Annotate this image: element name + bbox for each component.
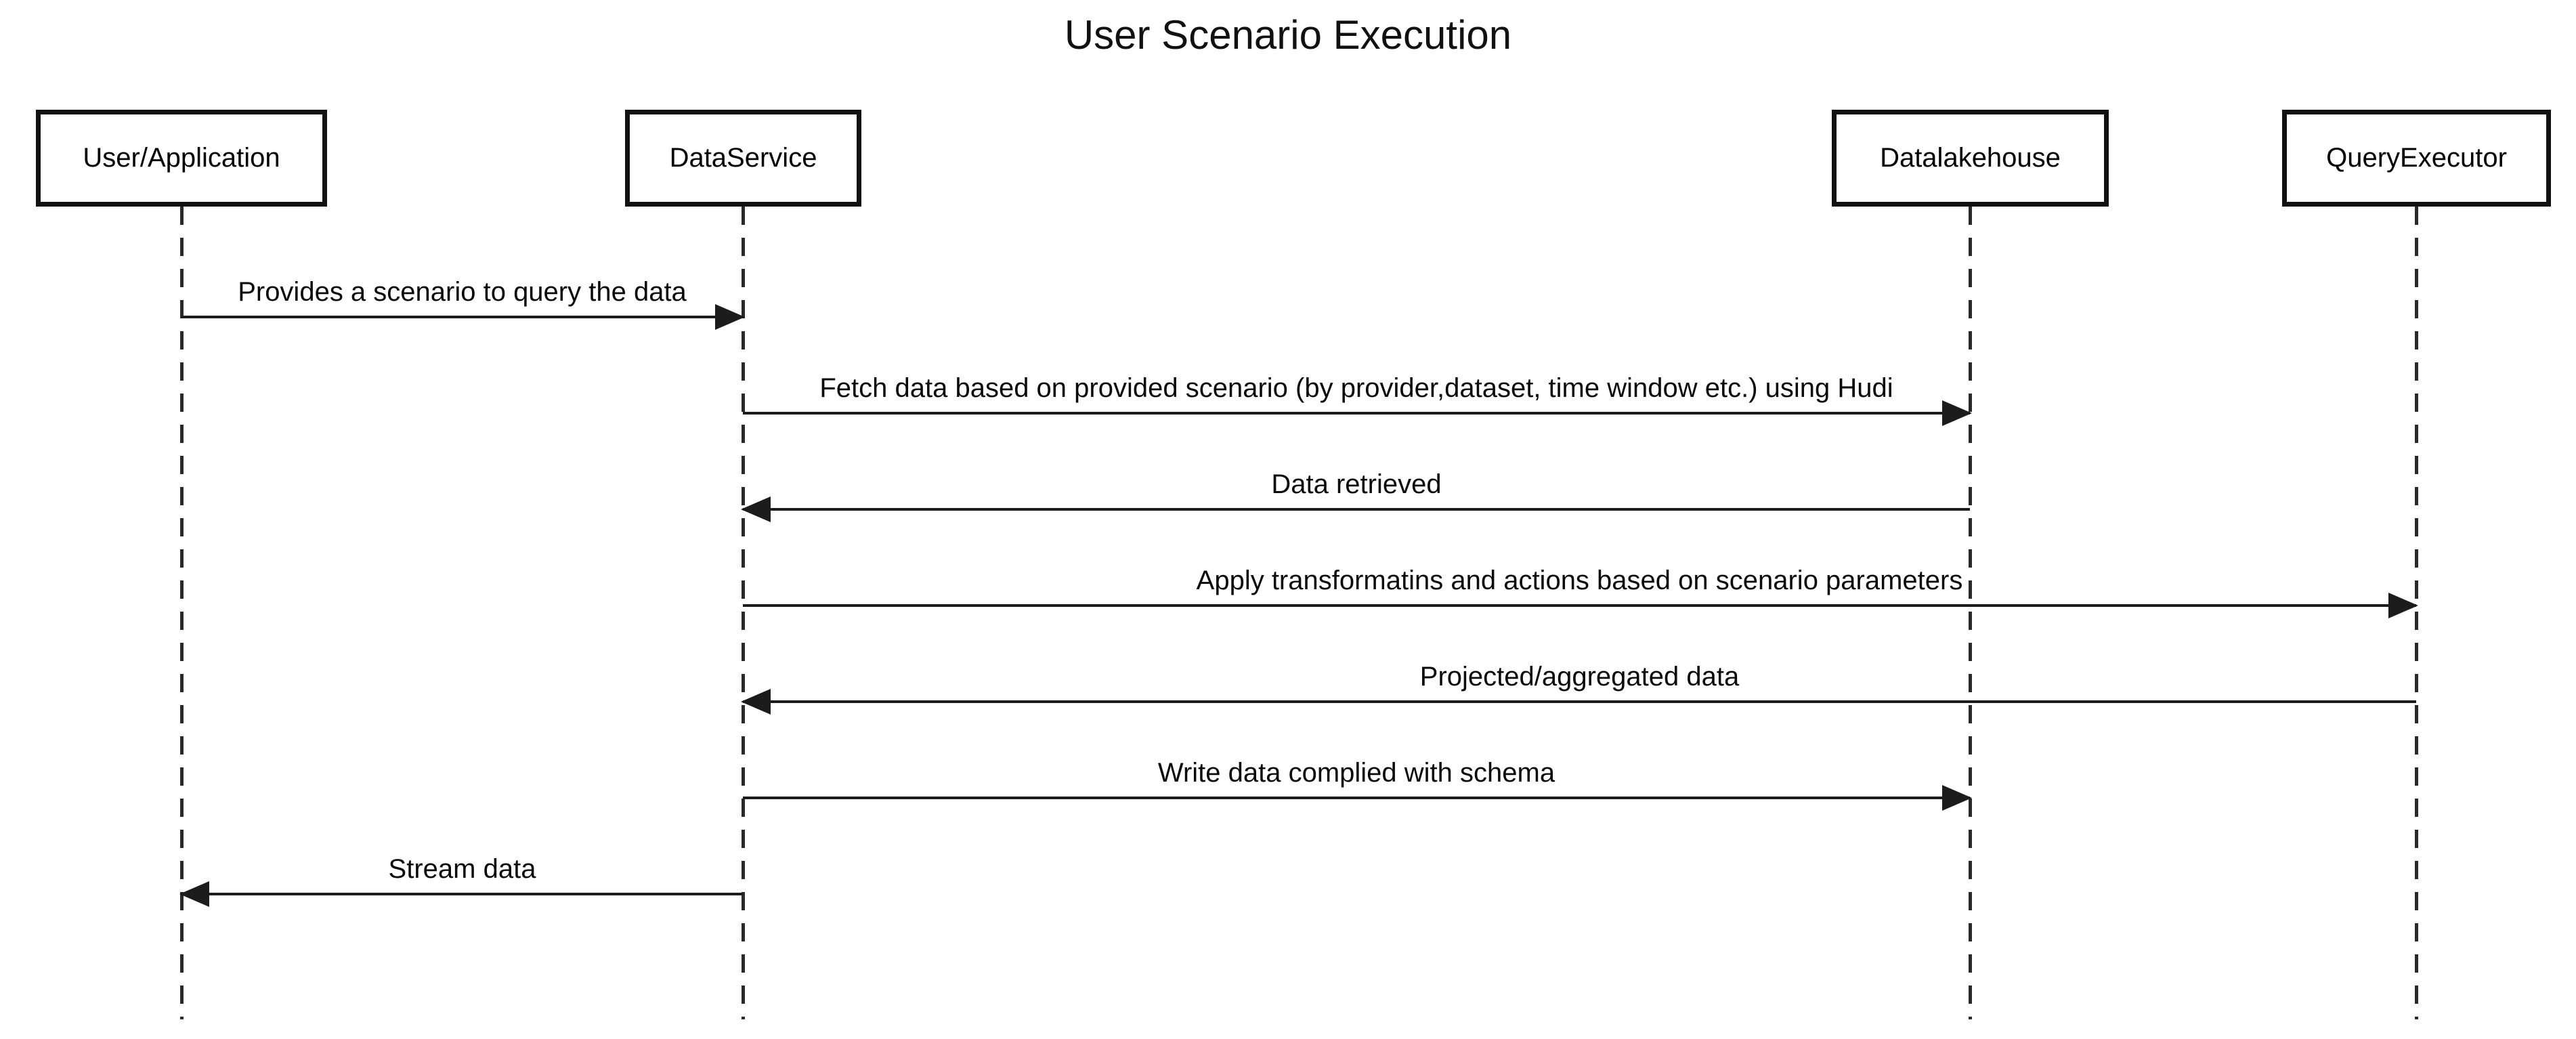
arrowhead-left-icon: [741, 689, 771, 715]
message-line: [181, 316, 743, 318]
message-label: Provides a scenario to query the data: [238, 277, 687, 307]
participant-user-application: User/Application: [36, 110, 327, 207]
message-line: [743, 700, 2416, 703]
message-label: Projected/aggregated data: [1419, 662, 1740, 692]
participant-label: User/Application: [83, 143, 280, 173]
message-provides-scenario: Provides a scenario to query the data: [181, 276, 745, 330]
arrowhead-right-icon: [1942, 785, 1972, 811]
message-write-data: Write data complied with schema: [743, 757, 1972, 811]
arrowhead-right-icon: [2388, 593, 2418, 618]
lifeline-datalakehouse: [1969, 207, 1972, 1019]
message-line: [743, 508, 1970, 511]
diagram-title: User Scenario Execution: [1064, 12, 1512, 58]
participant-label: Datalakehouse: [1880, 143, 2061, 173]
participant-label: QueryExecutor: [2326, 143, 2507, 173]
participant-queryexecutor: QueryExecutor: [2282, 110, 2551, 207]
arrowhead-left-icon: [741, 496, 771, 522]
participant-datalakehouse: Datalakehouse: [1832, 110, 2109, 207]
message-line: [181, 893, 743, 895]
lifeline-user-application: [180, 207, 184, 1019]
message-label: Data retrieved: [1271, 469, 1442, 499]
message-data-retrieved: Data retrieved: [741, 469, 1970, 522]
message-apply-transformations: Apply transformatins and actions based o…: [743, 565, 2418, 618]
message-fetch-data: Fetch data based on provided scenario (b…: [743, 373, 1972, 426]
message-line: [743, 604, 2416, 607]
message-projected-data: Projected/aggregated data: [741, 661, 2416, 715]
participant-label: DataService: [669, 143, 817, 173]
message-label: Stream data: [388, 854, 536, 884]
arrowhead-left-icon: [179, 881, 209, 907]
lifeline-dataservice: [742, 207, 745, 1019]
participant-dataservice: DataService: [625, 110, 861, 207]
message-line: [743, 412, 1970, 415]
message-label: Write data complied with schema: [1157, 758, 1555, 788]
arrowhead-right-icon: [1942, 400, 1972, 426]
message-label: Fetch data based on provided scenario (b…: [819, 373, 1893, 403]
message-stream-data: Stream data: [179, 853, 743, 907]
message-label: Apply transformatins and actions based o…: [1196, 566, 1963, 595]
message-line: [743, 797, 1970, 799]
arrowhead-right-icon: [715, 304, 745, 330]
